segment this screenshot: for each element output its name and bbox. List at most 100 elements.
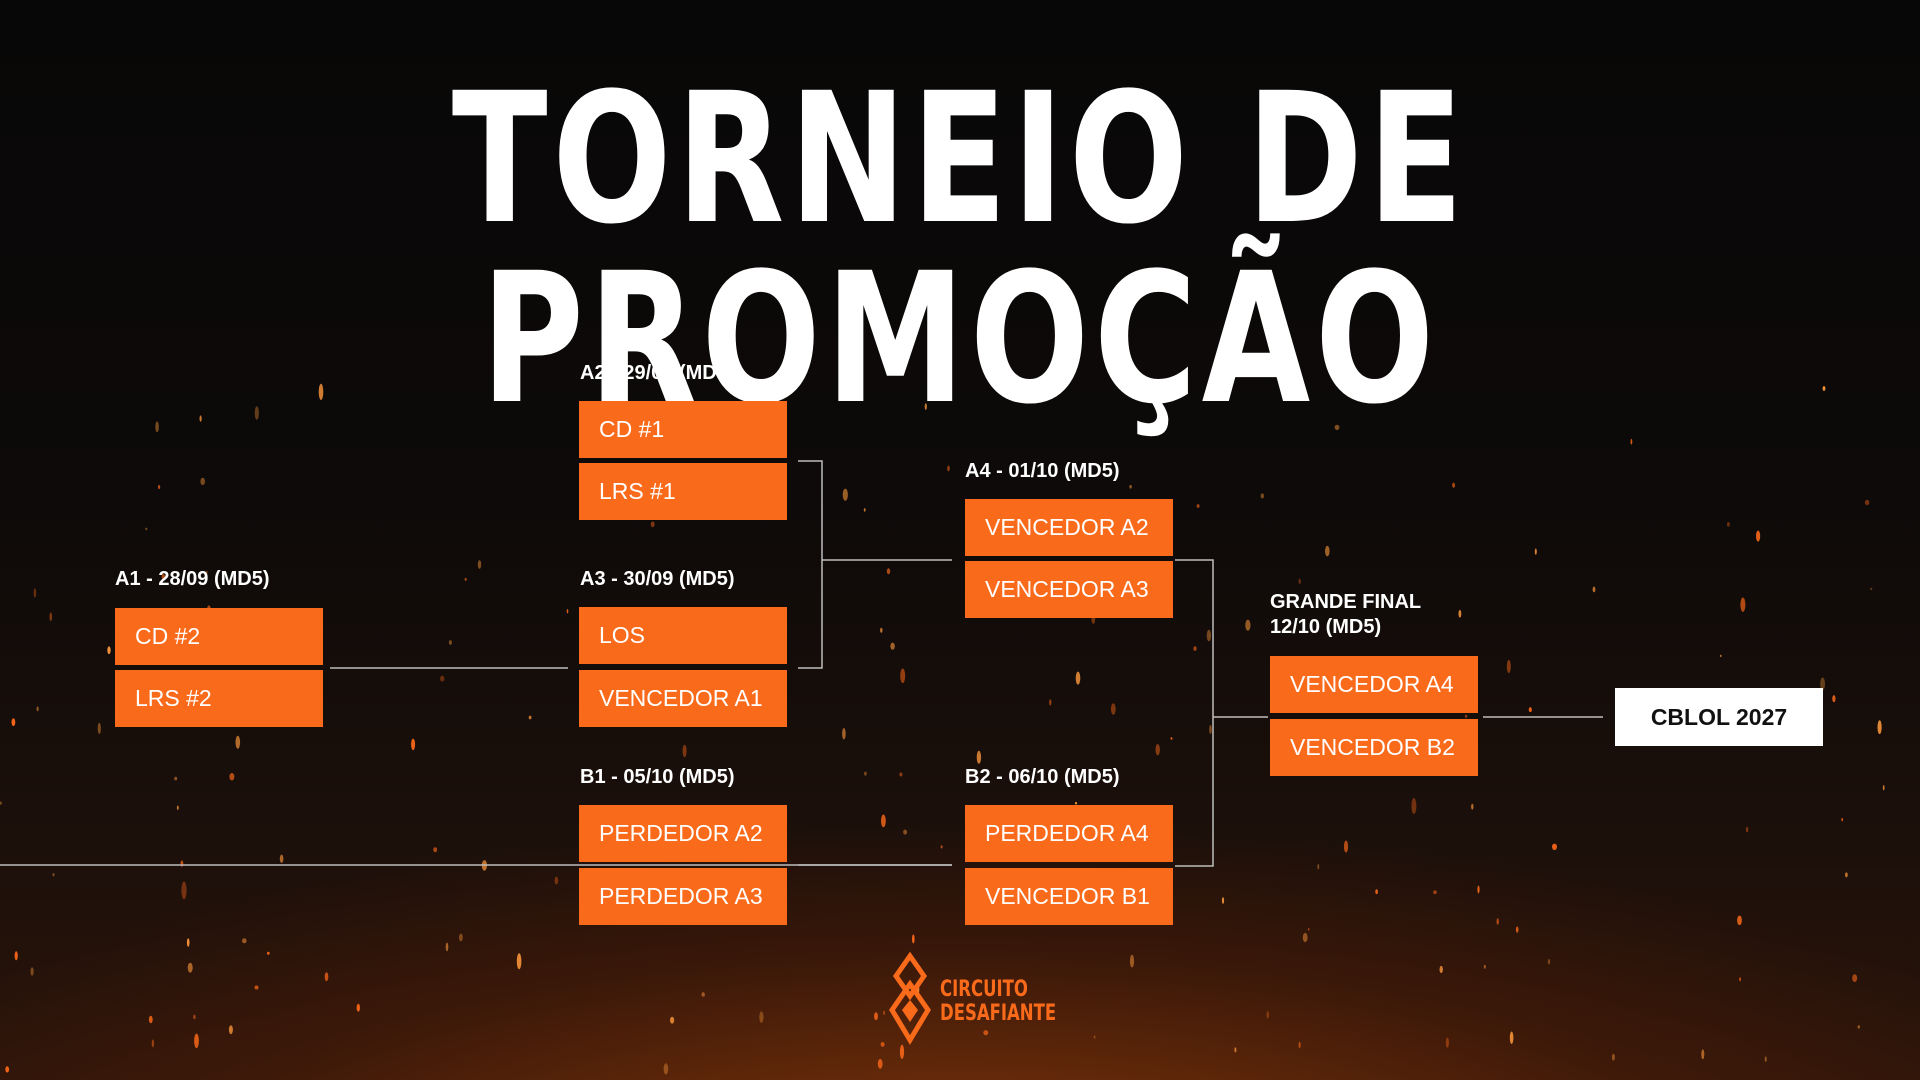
ember-particle bbox=[903, 829, 908, 835]
ember-particle bbox=[1221, 897, 1225, 904]
ember-particle bbox=[1547, 958, 1551, 965]
match-a1-label: A1 - 28/09 (MD5) bbox=[115, 568, 270, 590]
ember-particle bbox=[1864, 499, 1870, 506]
ember-particle bbox=[1234, 1047, 1237, 1053]
ember-particle bbox=[174, 776, 178, 781]
match-a2-label: A2 - 29/09 (MD5) bbox=[580, 362, 735, 384]
ember-particle bbox=[356, 1003, 360, 1012]
ember-particle bbox=[324, 972, 329, 982]
ember-particle bbox=[1534, 548, 1537, 555]
match-a1-team2[interactable]: LRS #2 bbox=[115, 670, 323, 727]
ember-particle bbox=[477, 560, 482, 569]
ember-particle bbox=[701, 992, 705, 997]
ember-particle bbox=[148, 1015, 153, 1024]
match-a3-label: A3 - 30/09 (MD5) bbox=[580, 568, 735, 590]
ember-particle bbox=[1870, 587, 1873, 591]
ember-particle bbox=[1477, 885, 1480, 894]
ember-particle bbox=[445, 942, 449, 952]
circuito-desafiante-logo-icon bbox=[889, 951, 931, 1045]
ember-particle bbox=[1209, 724, 1212, 734]
match-a3-team2[interactable]: VENCEDOR A1 bbox=[579, 670, 787, 727]
connector-a2-a3-bracket bbox=[798, 460, 823, 669]
ember-particle bbox=[318, 383, 324, 400]
ember-particle bbox=[1592, 586, 1596, 593]
ember-particle bbox=[254, 406, 259, 420]
ember-particle bbox=[440, 675, 445, 682]
ember-particle bbox=[433, 847, 438, 853]
champion-slot[interactable]: CBLOL 2027 bbox=[1615, 688, 1823, 746]
ember-particle bbox=[983, 1030, 989, 1036]
ember-particle bbox=[1433, 890, 1437, 895]
ember-particle bbox=[899, 1044, 905, 1059]
ember-particle bbox=[566, 609, 569, 614]
ember-particle bbox=[1737, 915, 1742, 926]
ember-particle bbox=[880, 627, 883, 633]
ember-particle bbox=[161, 574, 165, 580]
ember-particle bbox=[1611, 1053, 1615, 1061]
ember-particle bbox=[193, 1014, 196, 1020]
final-team2[interactable]: VENCEDOR B2 bbox=[1270, 719, 1478, 776]
final-label-line2: 12/10 (MD5) bbox=[1270, 616, 1382, 638]
ember-particle bbox=[1411, 798, 1417, 814]
ember-particle bbox=[1471, 803, 1474, 810]
ember-particle bbox=[864, 771, 867, 776]
ember-particle bbox=[33, 588, 37, 598]
ember-particle bbox=[1882, 785, 1885, 791]
ember-particle bbox=[759, 1011, 764, 1023]
ember-particle bbox=[516, 953, 522, 970]
ember-particle bbox=[1496, 918, 1499, 925]
match-b1-team2[interactable]: PERDEDOR A3 bbox=[579, 868, 787, 925]
match-a1-team1[interactable]: CD #2 bbox=[115, 608, 323, 665]
ember-particle bbox=[842, 488, 848, 501]
ember-particle bbox=[411, 738, 416, 751]
ember-particle bbox=[1483, 964, 1486, 969]
ember-particle bbox=[30, 967, 34, 976]
ember-particle bbox=[880, 1042, 885, 1047]
ember-particle bbox=[1745, 826, 1749, 833]
ember-particle bbox=[5, 1066, 10, 1073]
ember-particle bbox=[1049, 699, 1052, 706]
ember-particle bbox=[1552, 843, 1557, 850]
ember-particle bbox=[176, 805, 179, 810]
match-b1-team1[interactable]: PERDEDOR A2 bbox=[579, 805, 787, 862]
match-b2-team1[interactable]: PERDEDOR A4 bbox=[965, 805, 1173, 862]
ember-particle bbox=[1307, 928, 1310, 931]
match-a3-team1[interactable]: LOS bbox=[579, 607, 787, 664]
ember-particle bbox=[205, 570, 208, 574]
ember-particle bbox=[464, 577, 467, 581]
logo-line1: CIRCUITO bbox=[940, 977, 1028, 1002]
ember-particle bbox=[528, 715, 532, 720]
match-a4-team2[interactable]: VENCEDOR A3 bbox=[965, 561, 1173, 618]
ember-particle bbox=[874, 1012, 878, 1021]
ember-particle bbox=[1841, 817, 1844, 822]
ember-particle bbox=[448, 640, 452, 645]
match-b1-label: B1 - 05/10 (MD5) bbox=[580, 766, 735, 788]
ember-particle bbox=[1155, 744, 1160, 756]
ember-particle bbox=[883, 1010, 886, 1015]
ember-particle bbox=[1452, 482, 1456, 488]
ember-particle bbox=[554, 876, 559, 885]
match-a4-team1[interactable]: VENCEDOR A2 bbox=[965, 499, 1173, 556]
ember-particle bbox=[107, 646, 111, 655]
ember-particle bbox=[1334, 424, 1340, 431]
ember-particle bbox=[1343, 840, 1349, 853]
ember-particle bbox=[1458, 609, 1462, 618]
ember-particle bbox=[1726, 522, 1730, 527]
ember-particle bbox=[254, 985, 259, 990]
match-a2-team2[interactable]: LRS #1 bbox=[579, 463, 787, 520]
ember-particle bbox=[881, 814, 886, 828]
ember-particle bbox=[1832, 695, 1836, 703]
connector-a4-b2-bracket bbox=[1175, 559, 1214, 867]
ember-particle bbox=[1509, 1031, 1514, 1044]
ember-particle bbox=[1196, 504, 1200, 508]
final-team1[interactable]: VENCEDOR A4 bbox=[1270, 656, 1478, 713]
ember-particle bbox=[1129, 484, 1132, 489]
ember-particle bbox=[1464, 714, 1468, 718]
logo-line2: DESAFIANTE bbox=[940, 1001, 1057, 1026]
match-b2-team2[interactable]: VENCEDOR B1 bbox=[965, 868, 1173, 925]
ember-particle bbox=[11, 718, 16, 727]
ember-particle bbox=[1740, 597, 1746, 612]
match-a2-team1[interactable]: CD #1 bbox=[579, 401, 787, 458]
